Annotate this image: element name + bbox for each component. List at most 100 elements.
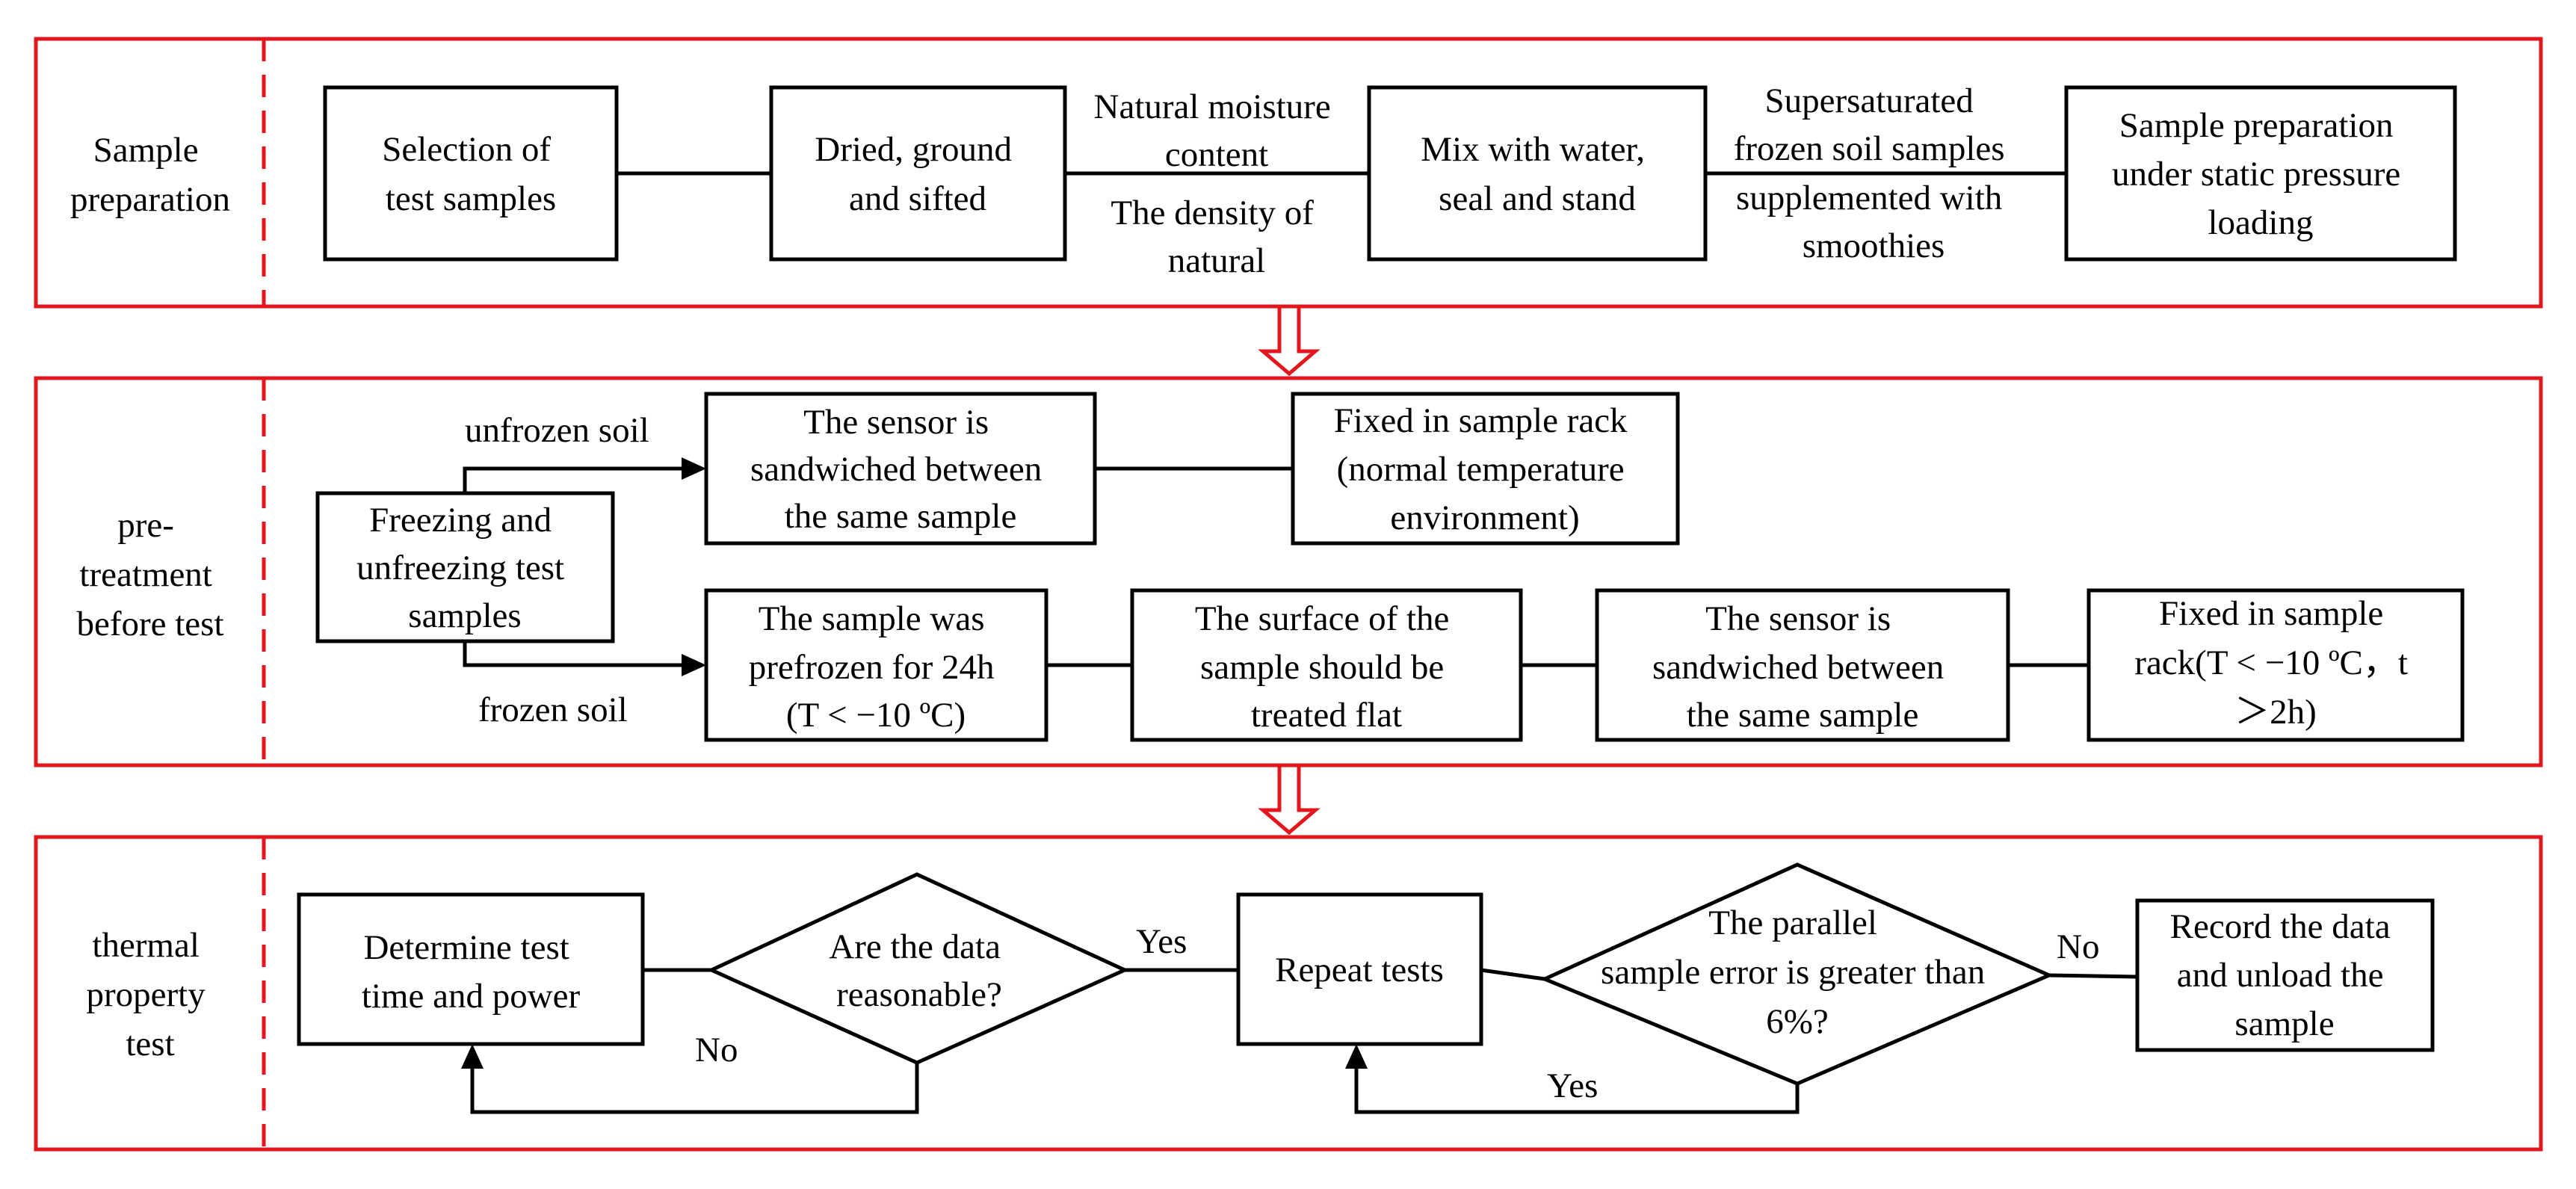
arrowhead-loop-yes2 <box>1345 1044 1368 1069</box>
connector-branch-unfrozen <box>463 466 682 493</box>
label-no-parallel-error: No <box>2057 927 2099 966</box>
node-text-line: (normal temperature <box>1337 450 1625 489</box>
node-text-line: the same sample <box>1687 696 1919 735</box>
decision-text: The parallel sample error is greater tha… <box>1601 904 1994 1041</box>
node-prefrozen-24h: The sample was prefrozen for 24h (T < −1… <box>704 588 1048 742</box>
arrowhead-unfrozen <box>682 457 706 480</box>
node-text-line: Record the data <box>2170 907 2391 946</box>
connector-d2-t3 <box>2048 973 2138 979</box>
node-text-line: The surface of the <box>1195 599 1450 638</box>
node-text: Sample preparation under static pressure… <box>2112 106 2409 242</box>
node-text-line: samples <box>408 596 521 635</box>
section-label-line: test <box>126 1025 174 1063</box>
node-text-line: environment) <box>1390 498 1579 537</box>
node-sensor-sandwiched-frozen: The sensor is sandwiched between the sam… <box>1595 588 2010 742</box>
node-text: Dried, ground and sifted <box>815 130 1020 218</box>
node-text-line: treated flat <box>1251 696 1402 735</box>
node-record-data-unload: Record the data and unload the sample <box>2135 898 2435 1052</box>
connector-t2-d2 <box>1480 968 1545 981</box>
node-text-line: sandwiched between <box>750 450 1042 489</box>
section-label-thermal-property-test: thermal property test <box>87 926 214 1063</box>
decision-parallel-sample-error: The parallel sample error is greater tha… <box>1539 862 2054 1086</box>
node-text-line: Sample preparation <box>2119 106 2394 145</box>
node-text-line: The sensor is <box>1705 599 1891 638</box>
label-line: content <box>1165 135 1268 174</box>
node-box <box>323 85 619 262</box>
node-text-line: Selection of <box>382 130 551 169</box>
node-box <box>297 892 645 1046</box>
section-label-line: property <box>87 975 206 1014</box>
node-text-line: Fixed in sample rack <box>1334 401 1628 440</box>
node-text-line: the same sample <box>785 497 1017 536</box>
node-text-line: rack(T < −10 ºC，t <box>2134 643 2408 682</box>
node-text-line: test samples <box>386 179 556 218</box>
decision-text-line: Are the data <box>829 927 1001 966</box>
node-text-line: Freezing and <box>369 501 552 540</box>
node-text: Selection of test samples <box>382 130 560 218</box>
node-text: Determine test time and power <box>362 928 581 1016</box>
label-supersaturated-frozen-soil: Supersaturated frozen soil samples suppl… <box>1734 81 2014 265</box>
node-text-line: ＞2h) <box>2234 693 2317 732</box>
node-text-line: The sensor is <box>803 403 989 442</box>
node-text-line: seal and stand <box>1439 179 1636 218</box>
node-box <box>1236 892 1483 1046</box>
panel-thermal-property-test-border <box>34 835 2543 1152</box>
node-text: Fixed in sample rack(T < −10 ºC，t ＞2h) <box>2134 594 2416 732</box>
label-line: natural <box>1168 241 1266 280</box>
node-text: The sensor is sandwiched between the sam… <box>1652 599 1953 735</box>
label-line: Natural moisture <box>1094 87 1331 126</box>
section-label-line: pre- <box>117 506 174 545</box>
node-text-line: and unload the <box>2177 956 2384 995</box>
decision-data-reasonable: Are the data reasonable? <box>706 872 1130 1065</box>
decision-diamond <box>706 872 1130 1065</box>
label-frozen-soil: frozen soil <box>478 691 628 729</box>
decision-diamond <box>1539 862 2054 1086</box>
label-yes-parallel-error: Yes <box>1547 1066 1598 1105</box>
node-text: The sensor is sandwiched between the sam… <box>750 403 1051 536</box>
node-freezing-unfreezing-samples: Freezing and unfreezing test samples <box>315 491 615 643</box>
node-box <box>315 491 615 643</box>
section-label-pre-treatment: pre- treatment before test <box>76 506 223 643</box>
node-text-line: time and power <box>362 977 581 1016</box>
node-box <box>2064 85 2457 262</box>
node-text-line: The sample was <box>759 599 985 638</box>
node-text-line: sample <box>2234 1004 2334 1043</box>
arrowhead-loop-no1 <box>461 1044 484 1069</box>
label-line: smoothies <box>1803 226 1945 265</box>
node-text: Fixed in sample rack (normal temperature… <box>1334 401 1637 537</box>
down-arrow-1 <box>1258 304 1321 377</box>
panel-thermal-property-test: thermal property test <box>34 835 2543 1152</box>
node-text: Record the data and unload the sample <box>2170 907 2400 1043</box>
node-text-line: sandwiched between <box>1652 648 1944 687</box>
node-text-line: Dried, ground <box>815 130 1012 169</box>
node-text-line: and sifted <box>849 179 986 218</box>
label-line: Supersaturated <box>1764 81 1973 120</box>
node-static-pressure-loading: Sample preparation under static pressure… <box>2064 85 2457 262</box>
node-sensor-sandwiched-unfrozen: The sensor is sandwiched between the sam… <box>704 392 1097 546</box>
node-text-line: Fixed in sample <box>2159 594 2383 633</box>
decision-text-line: sample error is greater than <box>1601 953 1985 992</box>
label-yes-data-reasonable: Yes <box>1136 922 1187 961</box>
node-text-line: (T < −10 ºC) <box>786 696 966 735</box>
node-text-line: Mix with water, <box>1421 130 1645 169</box>
section-label-line: Sample <box>93 131 199 170</box>
panel-pre-treatment: pre- treatment before test <box>34 376 2543 768</box>
arrowhead-frozen <box>682 654 706 676</box>
down-arrow-2 <box>1258 763 1321 836</box>
node-box <box>1130 588 1523 742</box>
label-natural-moisture-content: Natural moisture content <box>1094 87 1340 174</box>
label-density-of-natural: The density of natural <box>1111 194 1322 280</box>
section-label-sample-preparation: Sample preparation <box>70 131 230 219</box>
node-repeat-tests: Repeat tests <box>1236 892 1483 1046</box>
node-box <box>704 588 1048 742</box>
label-line: frozen soil samples <box>1734 129 2005 168</box>
node-text: The sample was prefrozen for 24h (T < −1… <box>749 599 1004 735</box>
node-text: Repeat tests <box>1275 951 1444 989</box>
node-text: Freezing and unfreezing test samples <box>356 501 573 635</box>
node-selection-of-test-samples: Selection of test samples <box>323 85 619 262</box>
node-box <box>1595 588 2010 742</box>
node-text-line: loading <box>2208 203 2314 242</box>
section-label-line: preparation <box>70 180 230 219</box>
